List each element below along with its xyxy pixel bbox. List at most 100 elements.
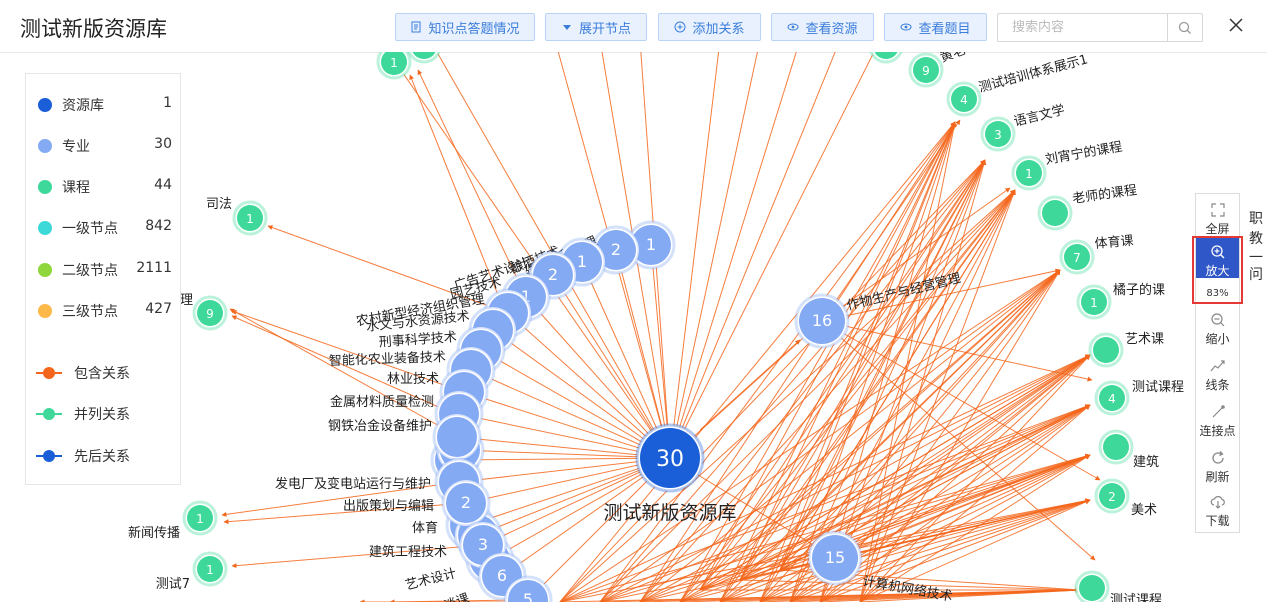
legend-item-level2[interactable]: 二级节点 2111: [36, 260, 172, 280]
edge-line: [821, 320, 1096, 561]
node-count: 2: [461, 493, 471, 512]
knowledge-answer-button[interactable]: 知识点答题情况: [395, 13, 535, 41]
zoom-in-icon: [1210, 245, 1224, 259]
node-label: 老师的课程: [1071, 182, 1138, 207]
graph-node[interactable]: 钢铁冶金设备维护: [328, 412, 482, 462]
node-label: 智能化农业装备技术: [329, 349, 447, 369]
graph-node[interactable]: 1司法: [206, 197, 268, 236]
node-label: 黄老: [938, 52, 968, 66]
legend-label: 课程: [62, 180, 90, 196]
edge-line: [739, 189, 1016, 581]
search-button[interactable]: [1167, 14, 1202, 41]
graph-node[interactable]: 艺术课: [1088, 332, 1164, 368]
edge-line: [221, 481, 460, 517]
legend-item-parallel-relation[interactable]: 并列关系: [36, 404, 172, 424]
node-label: 测试课程: [1132, 380, 1184, 395]
graph-node[interactable]: 建筑: [1098, 429, 1159, 470]
legend-dot: [43, 408, 55, 420]
search-input[interactable]: [998, 14, 1182, 41]
graph-node[interactable]: 测试课程: [1074, 570, 1162, 602]
edge-line: [819, 354, 1091, 602]
node-circle: [985, 121, 1011, 147]
edge-line: [759, 269, 1061, 602]
edge-line: [639, 269, 1061, 602]
node-circle: [412, 52, 436, 59]
connection-points-button[interactable]: 连接点: [1196, 404, 1239, 439]
node-label: 建筑: [1133, 454, 1159, 470]
edge-line: [739, 454, 1091, 581]
graph-node[interactable]: 9黄老: [908, 52, 968, 88]
graph-node[interactable]: 老师的课程: [1037, 182, 1138, 231]
edge-line: [229, 308, 460, 438]
node-count: 1: [246, 212, 254, 226]
legend-item-course[interactable]: 课程 44: [36, 177, 172, 197]
expand-node-label: 展开节点: [578, 21, 631, 37]
expand-node-button[interactable]: 展开节点: [545, 13, 647, 41]
knowledge-answer-label: 知识点答题情况: [428, 21, 520, 37]
side-text-char: 职: [1249, 211, 1263, 227]
node-label: 测试培训体系展示1: [977, 52, 1090, 96]
view-resources-label: 查看资源: [805, 21, 858, 37]
close-button[interactable]: [1225, 14, 1247, 36]
download-label: 下载: [1205, 514, 1230, 528]
node-label: 橘子的课: [1113, 282, 1165, 298]
legend-item-level1[interactable]: 一级节点 842: [36, 218, 172, 238]
edge-line: [581, 261, 671, 459]
edge-line: [679, 121, 956, 602]
edge-line: [231, 310, 465, 393]
node-count: 2: [611, 240, 621, 259]
edge-line: [759, 121, 956, 602]
legend-item-contains-relation[interactable]: 包含关系: [36, 363, 172, 383]
legend-item-resource-library[interactable]: 资源库 1: [36, 95, 172, 115]
edge-line: [599, 453, 1091, 602]
view-resources-button[interactable]: 查看资源: [771, 13, 874, 41]
edge-line: [859, 404, 1091, 602]
node-circle: [1099, 483, 1125, 509]
graph-node[interactable]: 1: [376, 52, 412, 80]
legend-label: 二级节点: [62, 263, 118, 279]
legend-item-major[interactable]: 专业 30: [36, 136, 172, 156]
edge-line: [859, 354, 1091, 602]
zoom-out-button[interactable]: 缩小: [1196, 312, 1239, 347]
node-circle: [381, 52, 407, 75]
node-label: 理: [180, 293, 193, 308]
fullscreen-button[interactable]: 全屏: [1196, 202, 1239, 237]
legend-item-level3[interactable]: 三级节点 427: [36, 301, 172, 321]
edge-line: [834, 354, 1091, 559]
node-circle: [237, 205, 263, 231]
lines-label: 线条: [1205, 378, 1230, 392]
legend-label: 并列关系: [74, 407, 130, 423]
edge-line: [779, 189, 1016, 571]
node-count: 15: [825, 548, 845, 567]
download-button[interactable]: 下载: [1196, 494, 1239, 529]
zoom-in-button[interactable]: 放大: [1196, 238, 1239, 278]
legend-item-sequence-relation[interactable]: 先后关系: [36, 446, 172, 466]
lines-button[interactable]: 线条: [1196, 358, 1239, 393]
refresh-button[interactable]: 刷新: [1196, 450, 1239, 485]
graph-node[interactable]: 9理: [180, 293, 228, 331]
node-count: 7: [1073, 251, 1081, 265]
graph-node[interactable]: [869, 52, 903, 64]
node-circle: [1016, 160, 1042, 186]
edge-line: [409, 74, 501, 301]
node-circle: [812, 535, 858, 581]
view-questions-button[interactable]: 查看题目: [884, 13, 987, 41]
graph-node[interactable]: [407, 52, 441, 64]
knowledge-graph[interactable]: 1现代教育技术2建设工程管理1酿酒技术2广告艺术设计1园艺技术农村新型经济组织管…: [22, 52, 1245, 602]
graph-node[interactable]: 2美术: [1094, 478, 1157, 518]
node-count: 1: [1025, 167, 1033, 181]
edge-line: [417, 69, 527, 298]
add-relation-button[interactable]: 添加关系: [658, 13, 761, 41]
